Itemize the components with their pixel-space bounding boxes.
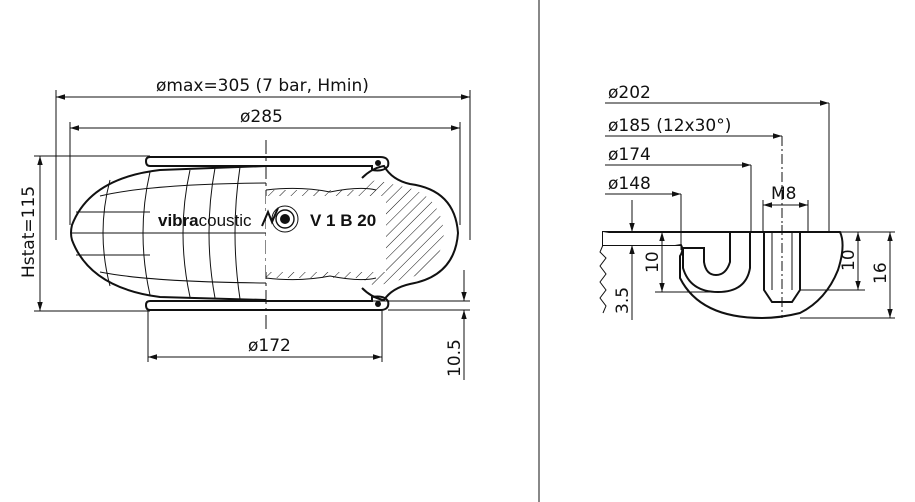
bottom-plate bbox=[144, 295, 390, 311]
bolt-dot bbox=[375, 301, 381, 307]
offset-label: 3.5 bbox=[613, 287, 633, 314]
break-line bbox=[265, 187, 377, 193]
break-line bbox=[265, 275, 377, 281]
brand-bold-text: vibra bbox=[158, 211, 199, 230]
label-background bbox=[266, 196, 386, 272]
vibracoustic-logo-icon bbox=[261, 205, 299, 233]
dim-172-label: ø172 bbox=[248, 336, 291, 356]
bellow-line bbox=[99, 182, 267, 197]
plate-thickness-label: 10.5 bbox=[445, 339, 465, 377]
top-plate bbox=[144, 156, 390, 172]
plate-face bbox=[603, 232, 681, 245]
break-edge bbox=[599, 244, 607, 314]
plate-section-view: ø202 ø185 (12x30°) ø174 ø148 M8 3.5 bbox=[599, 83, 895, 320]
bellow-outline-left bbox=[70, 165, 267, 301]
dim-174-label: ø174 bbox=[608, 145, 651, 165]
bolt-hole bbox=[763, 231, 801, 303]
bellow-line bbox=[99, 271, 267, 284]
groove-slot bbox=[682, 231, 751, 294]
bellow-section-right bbox=[361, 164, 460, 302]
depth-mid-label: 10 bbox=[839, 249, 859, 271]
brand-regular-text: coustic bbox=[199, 211, 252, 230]
dim-148-label: ø148 bbox=[608, 174, 651, 194]
dim-202-label: ø202 bbox=[608, 83, 651, 103]
model-code: V 1 B 20 bbox=[310, 211, 376, 230]
air-spring-side-view: ømax=305 (7 bar, Hmin) ø285 Hstat=115 bbox=[19, 76, 471, 380]
thickness-label: 16 bbox=[871, 262, 891, 284]
thread-label: M8 bbox=[771, 184, 796, 204]
dim-max-label: ømax=305 (7 bar, Hmin) bbox=[156, 76, 369, 96]
dim-185-label: ø185 (12x30°) bbox=[608, 116, 731, 136]
bolt-dot bbox=[375, 160, 381, 166]
depth-left-label: 10 bbox=[643, 251, 663, 273]
dim-285-label: ø285 bbox=[240, 107, 283, 127]
plate-section bbox=[602, 231, 844, 320]
brand-logo: vibracoustic bbox=[158, 211, 252, 230]
height-label: Hstat=115 bbox=[19, 186, 39, 278]
